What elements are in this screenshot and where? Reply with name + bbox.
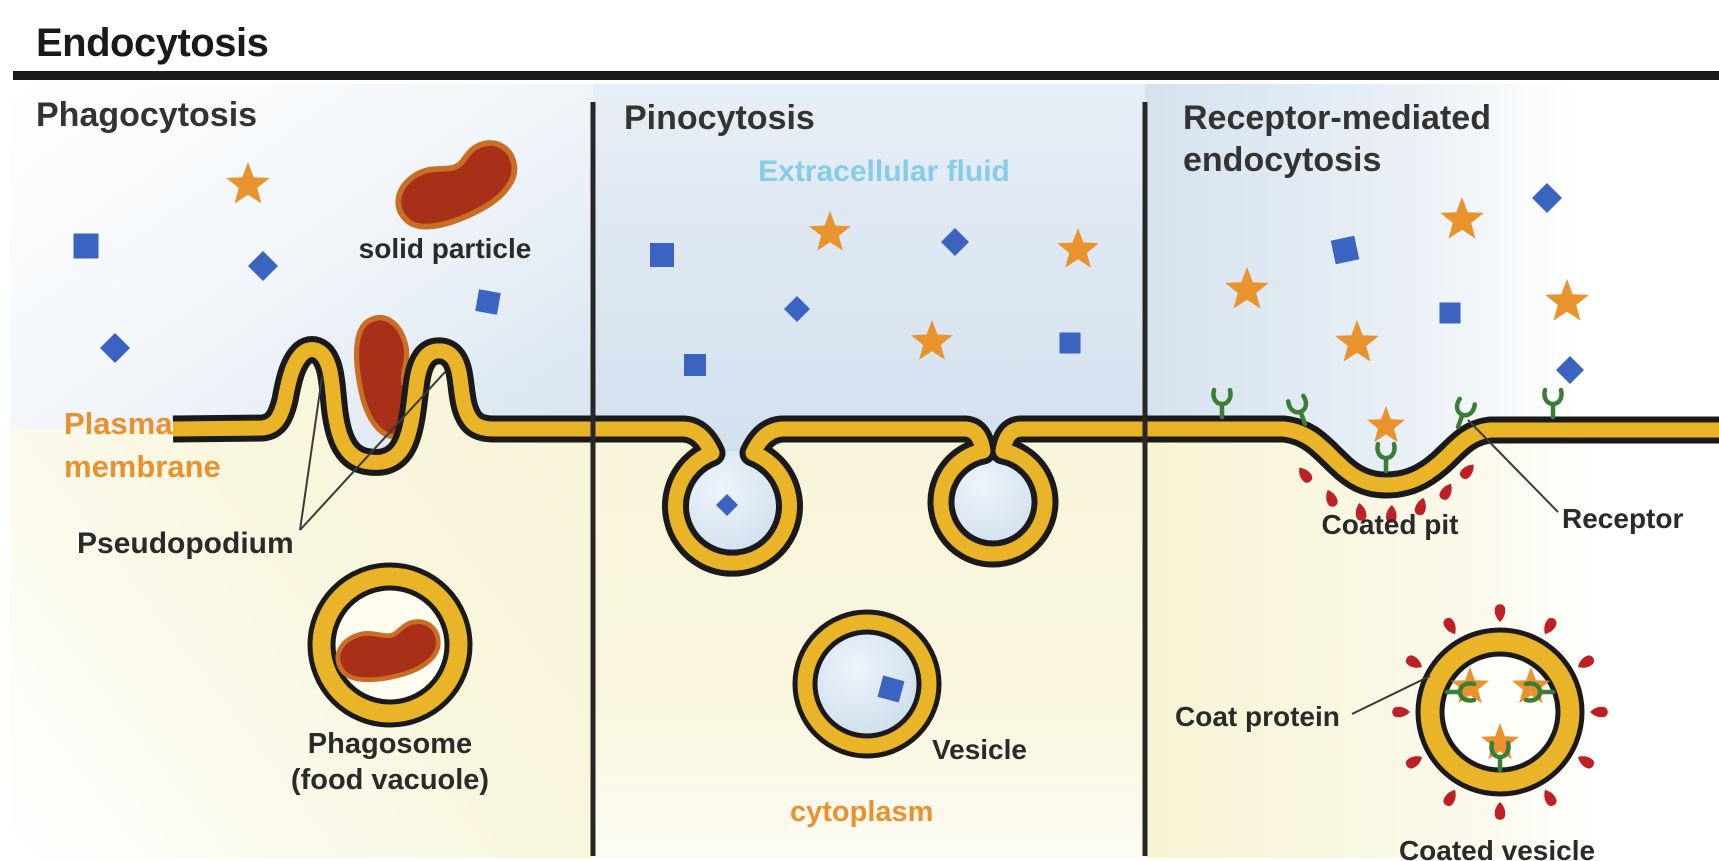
star-particle <box>911 320 953 360</box>
receptor-icon <box>1542 387 1564 420</box>
coat-protein-icon <box>1443 617 1456 635</box>
star-particle <box>1440 197 1484 239</box>
coat-protein-icon <box>1326 489 1338 507</box>
star-particle <box>1481 723 1519 760</box>
coat-protein-icon <box>1355 502 1367 521</box>
pseudopodium-pointer-line-2 <box>299 371 446 531</box>
coat-protein-icon <box>1494 802 1506 820</box>
receptor-icon <box>1454 396 1478 430</box>
coat-protein-icon <box>1414 497 1426 516</box>
star-particle <box>1367 406 1405 443</box>
square-particle <box>1059 332 1081 354</box>
coat-protein-icon <box>1459 464 1474 480</box>
panel-divider-1 <box>590 102 596 856</box>
diamond-particle <box>784 296 810 322</box>
pointer-lines <box>299 371 1559 715</box>
square-particle <box>877 675 905 703</box>
particle-layer <box>73 162 1589 760</box>
square-particle <box>475 289 501 315</box>
receptor-icon <box>1211 387 1233 420</box>
square-particle <box>73 233 99 259</box>
coat-protein-layer <box>1299 464 1608 820</box>
star-particle <box>1545 279 1589 321</box>
coat-protein-icon <box>1494 604 1506 622</box>
title-rule <box>13 71 1719 80</box>
coat-protein-icon <box>1577 655 1595 668</box>
star-particle <box>1335 320 1379 362</box>
coat-protein-icon <box>1443 789 1456 807</box>
solid-particle-shape <box>395 140 518 230</box>
coat-protein-icon <box>1392 706 1410 718</box>
coat-protein-icon <box>1544 789 1557 807</box>
coat-protein-icon <box>1544 617 1557 635</box>
star-particle <box>1057 228 1099 268</box>
panel-divider-2 <box>1142 102 1148 856</box>
square-particle <box>650 243 674 267</box>
diamond-particle <box>941 228 969 256</box>
pseudopodium-pointer-line-1 <box>299 376 323 531</box>
diamond-particle <box>248 251 278 281</box>
coat-protein-icon <box>1299 467 1313 483</box>
star-particle <box>226 162 270 204</box>
diamond-particle <box>100 333 130 363</box>
receptor-icon <box>1444 681 1477 703</box>
coat-protein-icon <box>1590 706 1608 718</box>
receptor-icon <box>1523 681 1556 703</box>
square-particle <box>1330 235 1360 265</box>
square-particle <box>684 354 706 376</box>
diamond-particle <box>1556 356 1584 384</box>
coat-protein-icon <box>1439 483 1452 500</box>
receptor-pointer-line <box>1467 419 1559 513</box>
star-particle <box>1225 267 1269 309</box>
receptor-layer <box>1211 387 1564 773</box>
coat-protein-icon <box>1405 756 1423 769</box>
coat-protein-icon <box>1386 504 1397 523</box>
receptor-icon <box>1489 740 1511 773</box>
star-particle <box>809 211 851 251</box>
diamond-particle <box>716 494 738 516</box>
pinocytosis-vesicle <box>792 609 942 759</box>
coat-protein-icon <box>1405 655 1423 668</box>
receptor-icon <box>1285 393 1309 427</box>
diamond-particle <box>1532 183 1562 213</box>
coat-protein-pointer-line <box>1351 675 1431 715</box>
coat-protein-icon <box>1577 756 1595 769</box>
receptor-icon <box>1375 441 1397 474</box>
pinocytosis-pinching-pocket <box>943 452 1043 552</box>
square-particle <box>1439 302 1461 324</box>
phagosome-food-shape <box>335 619 441 683</box>
